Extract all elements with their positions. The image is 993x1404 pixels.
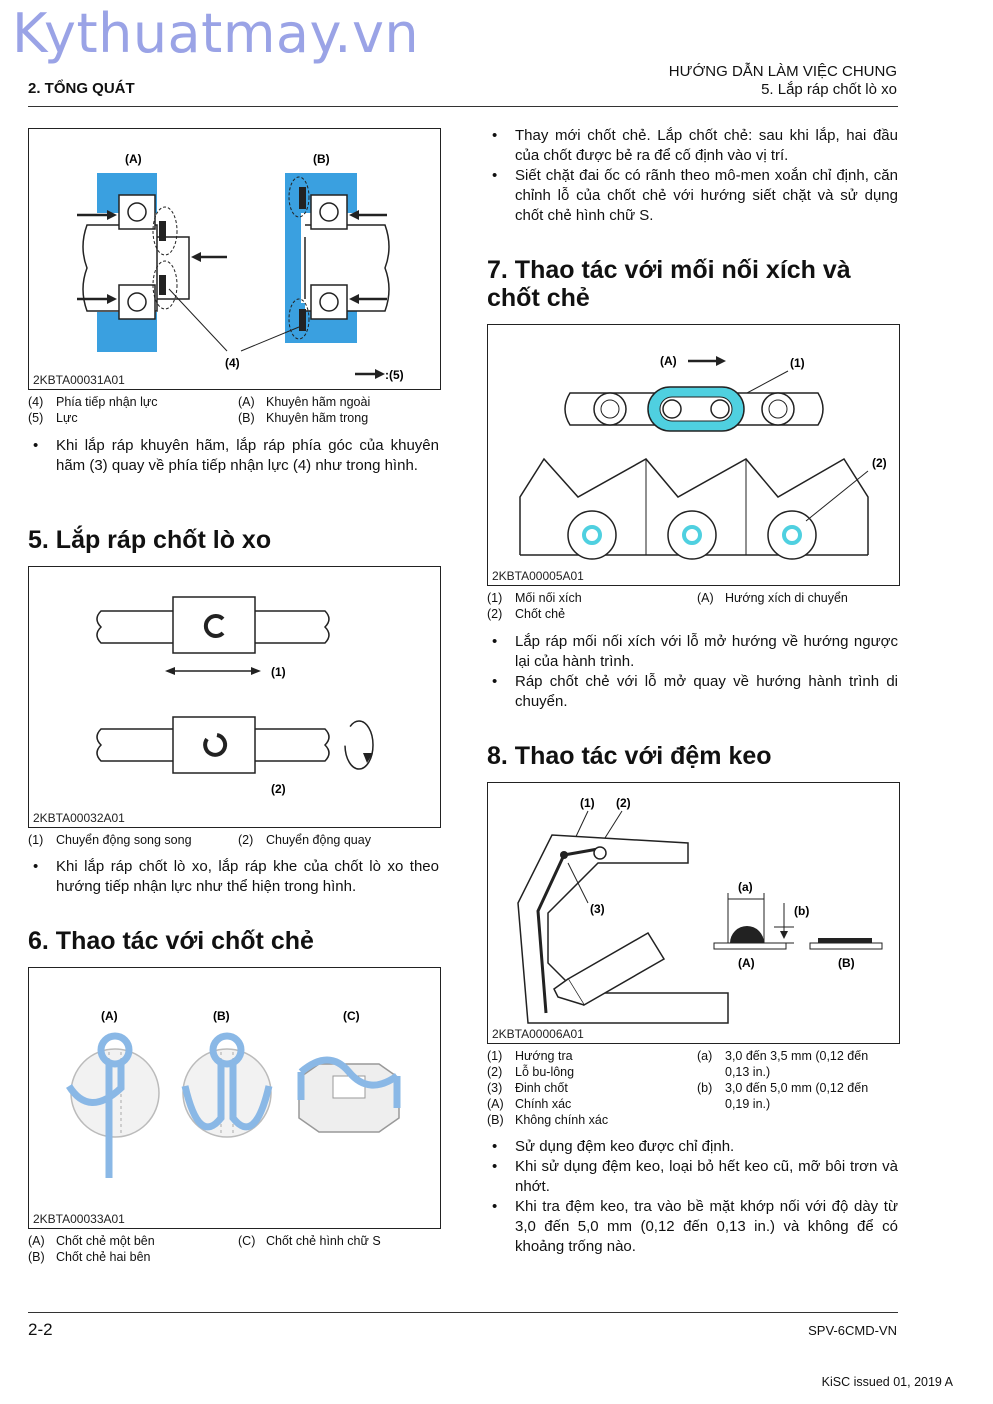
label-1: (1) [580, 796, 595, 810]
gasket-bead [536, 847, 599, 1014]
dowel-pin [560, 851, 568, 859]
circlip [159, 275, 166, 295]
label-b: (b) [794, 904, 809, 918]
label-B: (B) [838, 956, 855, 970]
heading-sec8: 8. Thao tác với đệm keo [487, 742, 772, 770]
header-rule [28, 106, 898, 107]
legend-circlip: (4)Phía tiếp nhận lực (A)Khuyên hãm ngoà… [28, 395, 371, 425]
rotation-arrow [344, 720, 374, 770]
flange-surface [517, 834, 729, 1024]
label-1: (1) [271, 665, 286, 679]
label-2: (2) [872, 456, 887, 470]
figure-code: 2KBTA00031A01 [33, 373, 125, 387]
spring-pin [203, 733, 228, 757]
bullets-sec6: Thay mới chốt chẻ. Lắp chốt chẻ: sau khi… [487, 126, 898, 226]
bullet-item: Khi sử dụng đệm keo, loại bỏ hết keo cũ,… [487, 1157, 898, 1197]
circlip [299, 187, 306, 209]
housing-block [285, 173, 301, 343]
heading-sec7: 7. Thao tác với mối nối xích và chốt chẻ [487, 256, 851, 312]
figure-chain-joint: (A) (1) (2) 2KBTA00005A01 [487, 324, 900, 586]
circlip-diagram: (A) (B) [77, 152, 404, 382]
figure-circlip: (A) (B) [28, 128, 441, 390]
cotter-pin [209, 1032, 245, 1068]
figure-code: 2KBTA00032A01 [33, 811, 125, 825]
bullet-item: Ráp chốt chẻ với lỗ mở quay về hướng hàn… [487, 672, 898, 712]
block [172, 596, 256, 654]
watermark: Kythuatmay.vn [12, 2, 420, 65]
label-3: (3) [590, 902, 605, 916]
bead-correct [730, 926, 764, 943]
heading-sec5: 5. Lắp ráp chốt lò xo [28, 526, 272, 554]
label-2: (2) [271, 782, 286, 796]
header-subtitle: 5. Lắp ráp chốt lò xo [761, 81, 897, 98]
section-header: 2. TỔNG QUÁT [28, 80, 135, 97]
liquid-gasket-diagram: (1) (2) (3) (a) (b) (A) (B) [517, 796, 883, 1024]
label-A: (A) [738, 956, 755, 970]
label-4: (4) [225, 356, 240, 370]
bullets-sec5: Khi lắp ráp chốt lò xo, lắp ráp khe của … [28, 857, 439, 897]
circlip [159, 221, 166, 241]
label-5: :(5) [385, 368, 404, 382]
cotter-pin-diagram: (A) (B) (C) [66, 1009, 401, 1178]
cotter-pin [97, 1032, 133, 1068]
label-2: (2) [616, 796, 631, 810]
bearing [118, 284, 156, 320]
figure-spring-pin: (1) (2) 2KBTA00032A01 [28, 566, 441, 828]
spring-pin-diagram: (1) (2) [96, 596, 374, 796]
cotter-ring [782, 525, 802, 545]
block [172, 716, 256, 774]
legend-cotter-pin: (A)Chốt chẻ một bên (C)Chốt chẻ hình chữ… [28, 1234, 381, 1264]
bearing [118, 194, 156, 230]
bullets-sec8: Sử dụng đệm keo được chỉ định. Khi sử dụ… [487, 1137, 898, 1257]
bearing [310, 284, 348, 320]
footer-rule [28, 1312, 898, 1313]
bullet-item: Khi tra đệm keo, tra vào bề mặt khớp nối… [487, 1197, 898, 1257]
bullet-item: Lắp ráp mối nối xích với lỗ mở hướng về … [487, 632, 898, 672]
legend-gasket-right: (a)3,0 đến 3,5 mm (0,12 đến 0,13 in.) (b… [697, 1049, 869, 1111]
label-c: (C) [343, 1009, 360, 1023]
bullet-item: Thay mới chốt chẻ. Lắp chốt chẻ: sau khi… [487, 126, 898, 166]
page-number: 2-2 [28, 1320, 53, 1339]
label-b: (B) [313, 152, 330, 166]
bullet-item: Siết chặt đai ốc có rãnh theo mô-men xoắ… [487, 166, 898, 226]
legend-spring-pin: (1)Chuyển động song song (2)Chuyển động … [28, 833, 371, 847]
figure-code: 2KBTA00033A01 [33, 1212, 125, 1226]
label-a: (a) [738, 880, 753, 894]
s-cotter-pin [298, 1056, 400, 1089]
legend-chain-joint: (1)Mối nối xích (A)Hướng xích di chuyển … [487, 591, 848, 621]
bullets-sec7: Lắp ráp mối nối xích với lỗ mở hướng về … [487, 632, 898, 712]
label-a: (A) [660, 354, 677, 368]
bearing [310, 194, 348, 230]
bead-incorrect [818, 938, 872, 943]
figure-cotter-pin: (A) (B) (C) 2KBTA00033A01 [28, 967, 441, 1229]
issued-note: KiSC issued 01, 2019 A [821, 1375, 953, 1389]
bullets-circlip: Khi lắp ráp khuyên hãm, lắp ráp phía góc… [28, 436, 439, 476]
applicator [566, 931, 666, 1007]
legend-gasket-left: (1)Hướng tra (2)Lỗ bu-lông (3)Đinh chốt … [487, 1049, 609, 1127]
document-code: SPV-6CMD-VN [808, 1323, 897, 1338]
pin-body [182, 1048, 272, 1138]
label-a: (A) [125, 152, 142, 166]
bullet-item: Khi lắp ráp chốt lò xo, lắp ráp khe của … [28, 857, 439, 897]
chain-joint-diagram: (A) (1) (2) [519, 354, 887, 560]
heading-sec6: 6. Thao tác với chốt chẻ [28, 927, 314, 955]
figure-liquid-gasket: (1) (2) (3) (a) (b) (A) (B) 2KBTA00006A0… [487, 782, 900, 1044]
label-1: (1) [790, 356, 805, 370]
bolt-hole [593, 846, 607, 860]
spring-pin [203, 614, 225, 638]
label-b: (B) [213, 1009, 230, 1023]
bullet-item: Khi lắp ráp khuyên hãm, lắp ráp phía góc… [28, 436, 439, 476]
cotter-ring [682, 525, 702, 545]
figure-code: 2KBTA00006A01 [492, 1027, 584, 1041]
circlip [299, 309, 306, 331]
header-title: HƯỚNG DẪN LÀM VIỆC CHUNG [668, 63, 897, 80]
cotter-ring [582, 525, 602, 545]
bullet-item: Sử dụng đệm keo được chỉ định. [487, 1137, 898, 1157]
label-a: (A) [101, 1009, 118, 1023]
figure-code: 2KBTA00005A01 [492, 569, 584, 583]
